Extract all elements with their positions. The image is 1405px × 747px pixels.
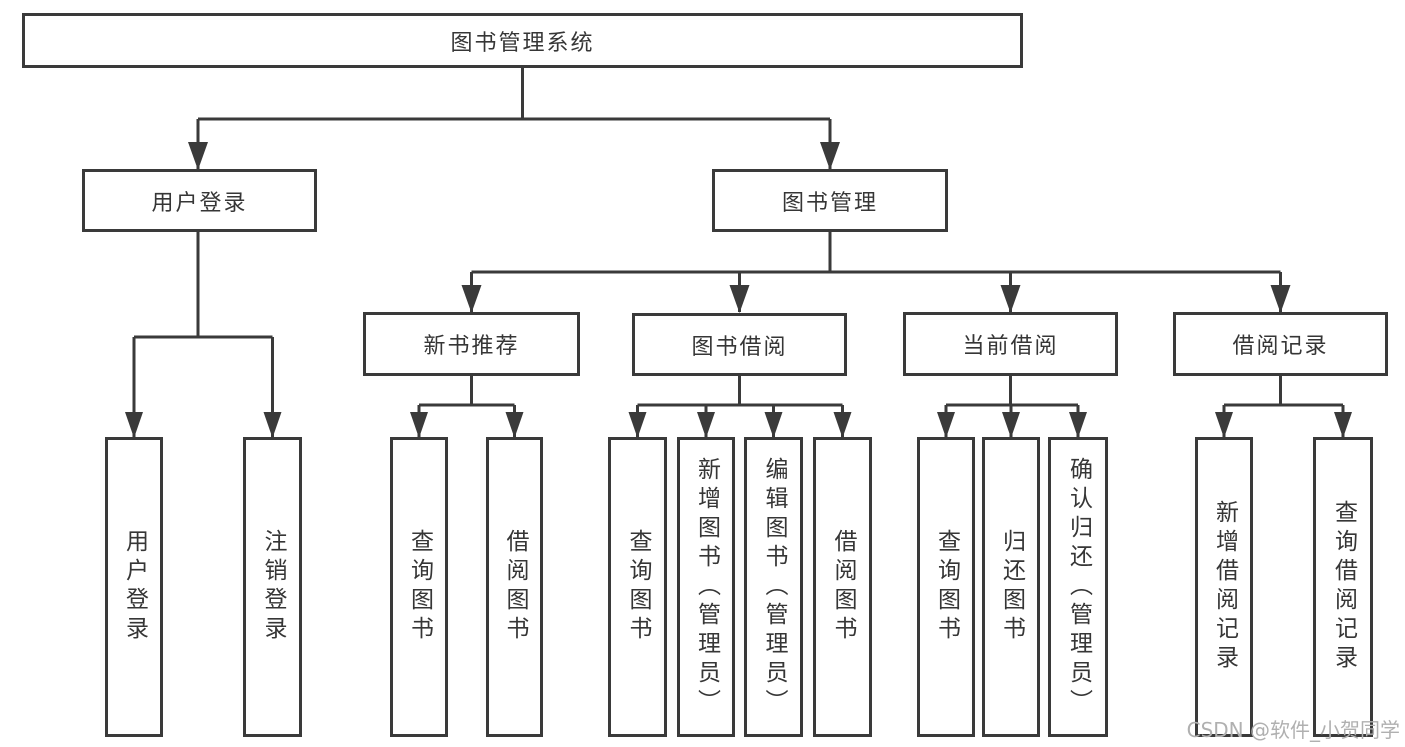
node-borrow-record: 借阅记录 <box>1173 312 1388 376</box>
node-library-management-system: 图书管理系统 <box>22 13 1023 68</box>
leaf-add-borrow-record: 新增借阅记录 <box>1195 437 1253 737</box>
leaf-query-book-current: 查询图书 <box>917 437 975 737</box>
node-book-borrow: 图书借阅 <box>632 313 847 376</box>
leaf-user-login: 用户登录 <box>105 437 163 737</box>
leaf-return-book: 归还图书 <box>982 437 1040 737</box>
node-user-login: 用户登录 <box>82 169 317 232</box>
leaf-add-book-admin: 新增图书（管理员） <box>677 437 735 737</box>
leaf-edit-book-admin: 编辑图书（管理员） <box>744 437 803 737</box>
csdn-watermark: CSDN @软件_小贺同学 <box>1186 718 1400 742</box>
leaf-confirm-return-admin: 确认归还（管理员） <box>1048 437 1108 737</box>
node-new-book-recommend: 新书推荐 <box>363 312 580 376</box>
leaf-query-book-recommend: 查询图书 <box>390 437 448 737</box>
leaf-query-book-borrow: 查询图书 <box>608 437 667 737</box>
leaf-borrow-book: 借阅图书 <box>813 437 872 737</box>
leaf-query-borrow-record: 查询借阅记录 <box>1313 437 1373 737</box>
arrowheads <box>125 142 1352 438</box>
leaf-borrow-book-recommend: 借阅图书 <box>486 437 543 737</box>
leaf-logout: 注销登录 <box>243 437 302 737</box>
node-current-borrow: 当前借阅 <box>903 312 1118 376</box>
node-book-management: 图书管理 <box>712 169 948 232</box>
